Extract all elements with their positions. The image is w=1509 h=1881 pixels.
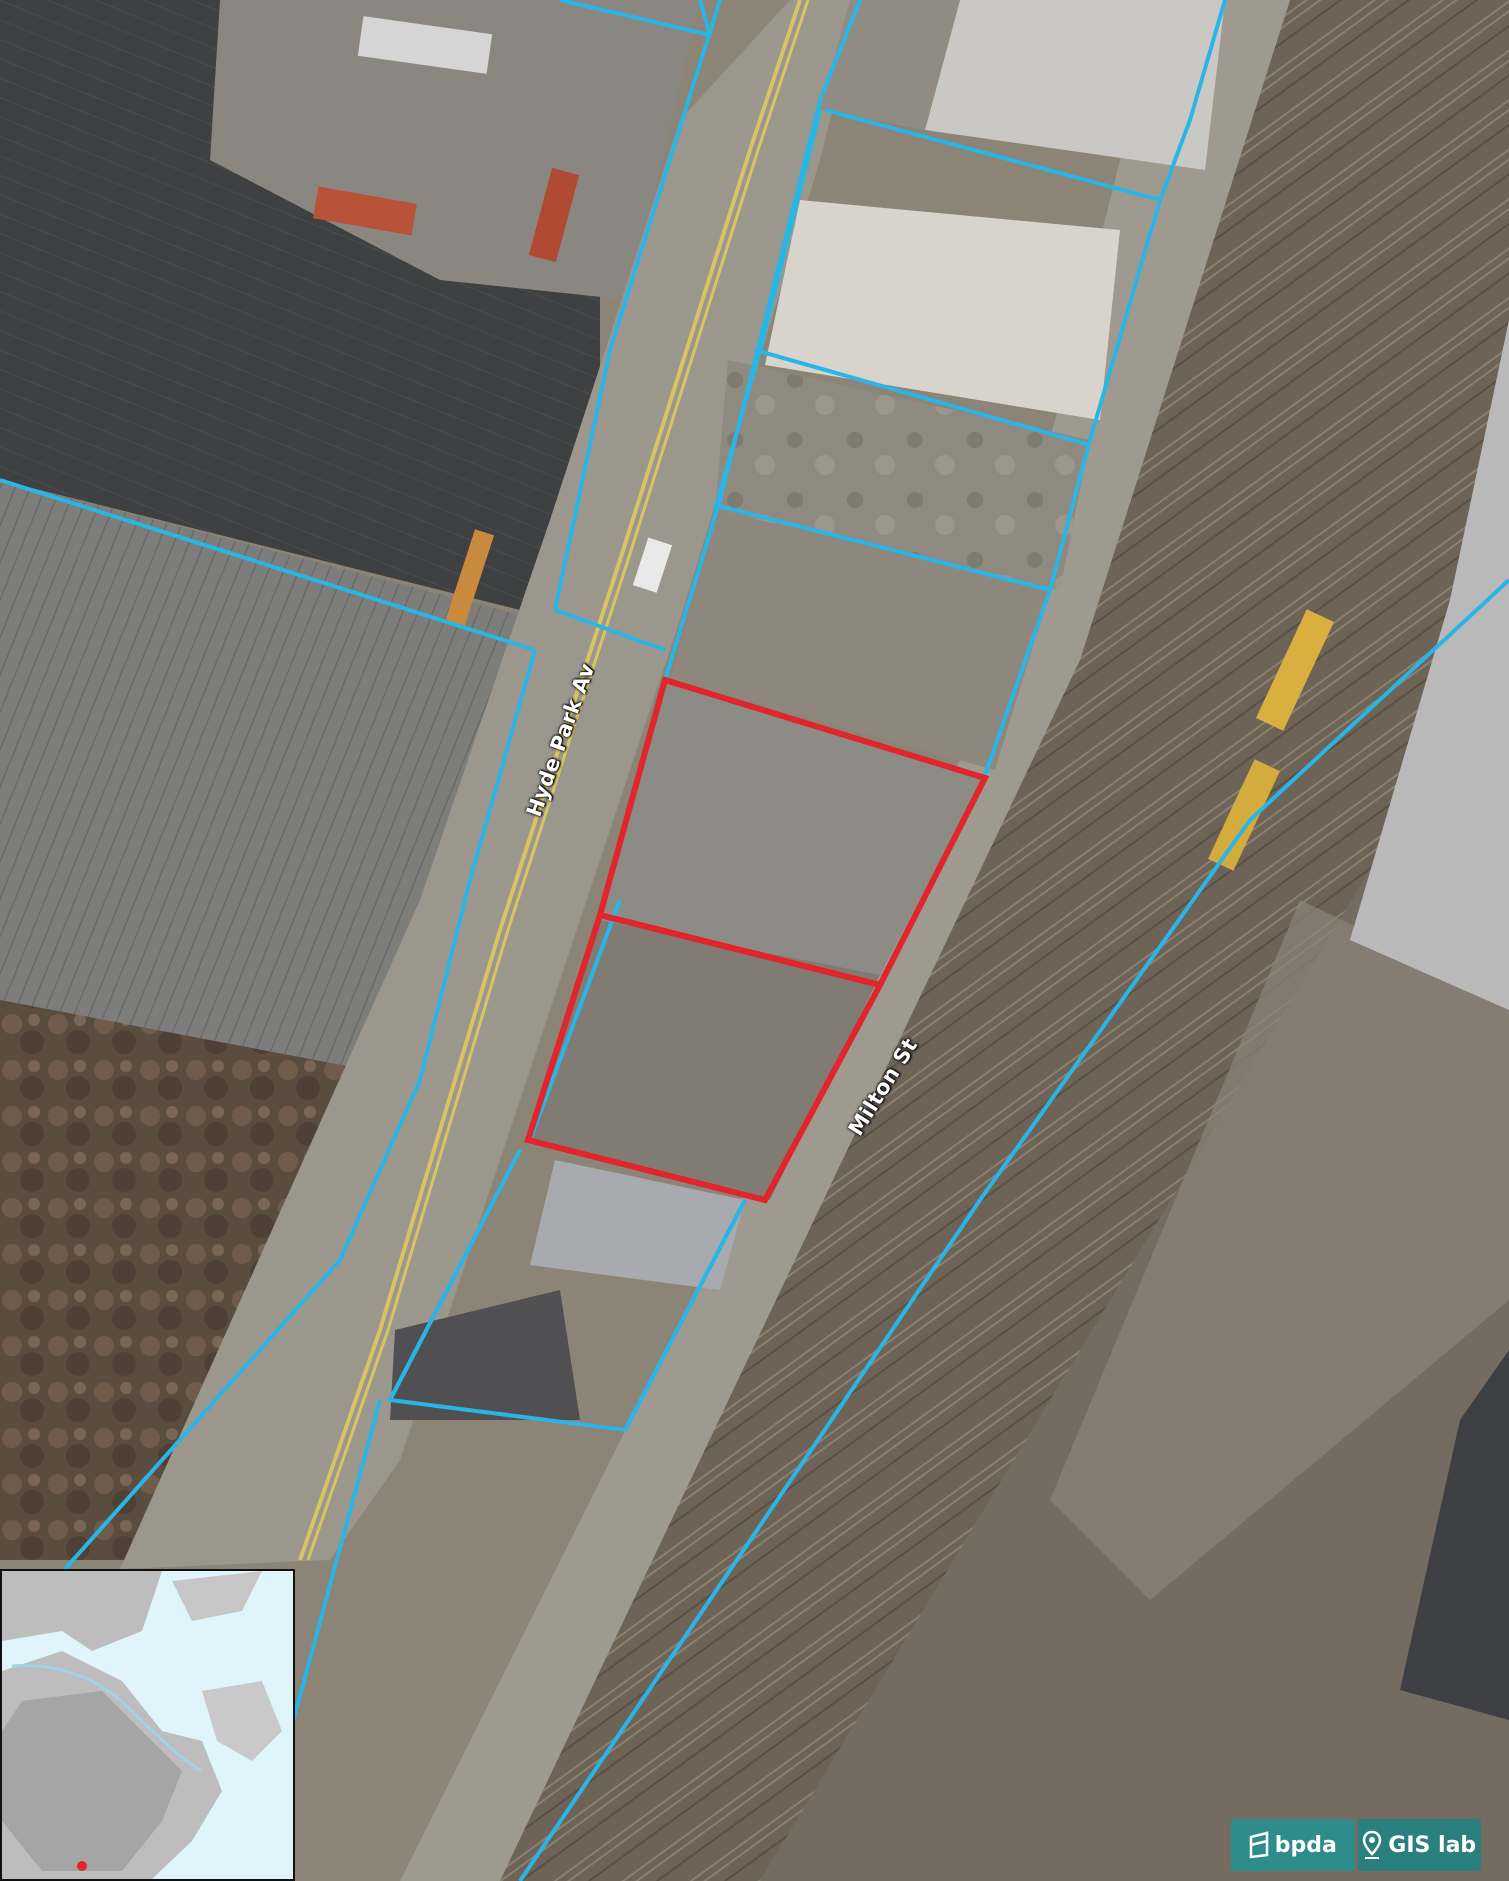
locator-inset-map (0, 1569, 295, 1881)
yard-lot-2 (670, 510, 1050, 770)
bpda-label: bpda (1274, 1832, 1337, 1858)
building-gray-roof (0, 480, 540, 1080)
bpda-logo: bpda (1231, 1819, 1355, 1871)
map-pin-icon (1363, 1830, 1382, 1859)
building-ne-1 (925, 0, 1225, 170)
building-ne-2 (765, 200, 1120, 420)
building-east (1350, 320, 1509, 1010)
highlighted-parcels (524, 676, 990, 1204)
boston-locator-map-icon (2, 1571, 293, 1879)
branding-logos: bpda GIS lab (1231, 1819, 1481, 1871)
site-location-dot (77, 1861, 87, 1871)
yard-lot-1 (715, 360, 1090, 590)
gis-lab-logo: GIS lab (1357, 1819, 1481, 1871)
bpda-icon (1249, 1831, 1268, 1859)
gis-lab-label: GIS lab (1388, 1832, 1477, 1858)
